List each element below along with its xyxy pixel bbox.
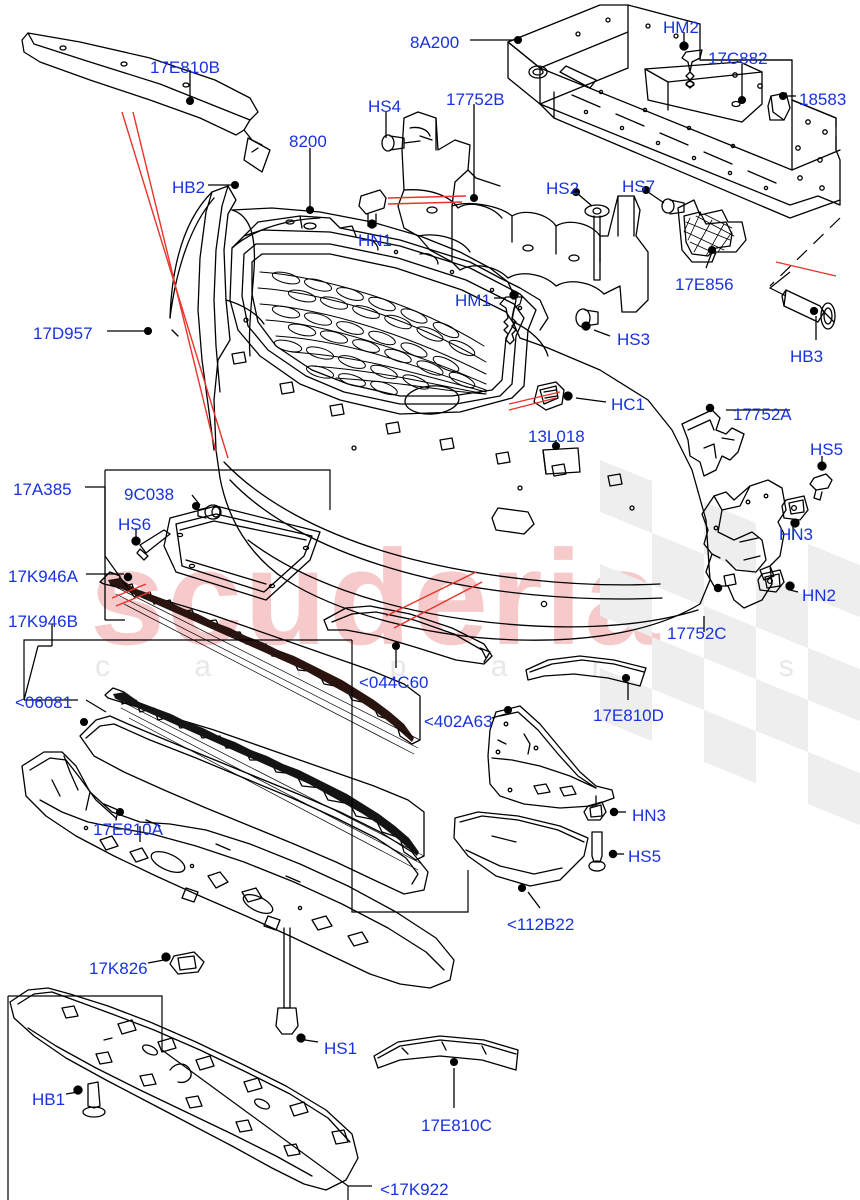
label-HM1[interactable]: HM1 <box>455 291 491 310</box>
label-17E810C[interactable]: 17E810C <box>421 1116 492 1135</box>
label-17K946B[interactable]: 17K946B <box>8 612 78 631</box>
label-17C882[interactable]: 17C882 <box>708 49 768 68</box>
part-17752C <box>701 479 787 609</box>
part-8200 <box>229 215 549 415</box>
label-044C60[interactable]: <044C60 <box>359 673 429 692</box>
label-HS3[interactable]: HS3 <box>617 330 651 349</box>
label-18583[interactable]: 18583 <box>799 90 847 109</box>
highlight-lines <box>111 111 837 629</box>
fastener-HS7 <box>661 198 685 215</box>
part-402A63 <box>487 705 615 809</box>
checkered-flag-watermark <box>600 460 860 826</box>
label-17K946A[interactable]: 17K946A <box>8 567 78 586</box>
label-HC1[interactable]: HC1 <box>611 395 646 414</box>
fastener-HB3 <box>781 289 836 330</box>
part-17E810C <box>373 1035 519 1071</box>
part-17C882 <box>644 61 763 123</box>
label-17A385[interactable]: 17A385 <box>13 480 72 499</box>
fastener-HS6 <box>131 529 171 561</box>
label-HB1[interactable]: HB1 <box>32 1090 66 1109</box>
label-17752A[interactable]: 17752A <box>733 405 792 424</box>
construction-dashed-lines <box>769 118 841 287</box>
label-HS5-upper[interactable]: HS5 <box>810 440 844 459</box>
label-HN3-lower[interactable]: HN3 <box>632 806 667 825</box>
part-17E810D <box>525 655 647 687</box>
part-17E810A <box>21 751 455 989</box>
part-8A200 <box>507 4 841 219</box>
part-17A385 <box>163 505 321 601</box>
label-HS4[interactable]: HS4 <box>368 97 402 116</box>
label-17K826[interactable]: 17K826 <box>89 959 148 978</box>
part-112B22 <box>453 811 589 893</box>
label-HS7[interactable]: HS7 <box>622 177 656 196</box>
label-9C038[interactable]: 9C038 <box>124 485 175 504</box>
label-112B22[interactable]: <112B22 <box>507 915 575 934</box>
label-HN3-upper[interactable]: HN3 <box>779 525 814 544</box>
construction-solid-lines <box>768 271 791 297</box>
fastener-HC1 <box>533 381 573 411</box>
label-HB3[interactable]: HB3 <box>790 347 824 366</box>
label-8A200[interactable]: 8A200 <box>410 33 460 52</box>
part-17K922 <box>9 987 359 1191</box>
label-17E856[interactable]: 17E856 <box>675 275 734 294</box>
label-HS1[interactable]: HS1 <box>324 1039 358 1058</box>
label-17E810D[interactable]: 17E810D <box>593 706 664 725</box>
label-402A63[interactable]: <402A63 <box>424 712 493 731</box>
part-044C60 <box>323 605 493 665</box>
label-HN1[interactable]: HN1 <box>358 231 393 250</box>
label-13L018[interactable]: 13L018 <box>528 427 585 446</box>
fastener-9C038 <box>191 501 222 520</box>
part-17K946B <box>79 687 429 895</box>
label-HN2[interactable]: HN2 <box>802 586 837 605</box>
fastener-HS5-lower <box>588 831 618 872</box>
label-17E810A[interactable]: 17E810A <box>93 820 163 839</box>
fastener-HS3 <box>575 308 599 331</box>
label-17752C[interactable]: 17752C <box>667 624 727 643</box>
grouping-brackets <box>7 469 469 1200</box>
fastener-HN3-lower <box>583 795 619 821</box>
fastener-HN3-upper <box>781 495 809 528</box>
label-06081[interactable]: <06081 <box>15 693 73 712</box>
fastener-HN2 <box>757 569 795 593</box>
part-13L018 <box>542 441 581 475</box>
part-17752A <box>681 403 745 477</box>
label-HS5-lower[interactable]: HS5 <box>628 847 662 866</box>
fastener-HS1 <box>275 927 306 1043</box>
label-17K922[interactable]: <17K922 <box>380 1180 449 1199</box>
label-HB2[interactable]: HB2 <box>172 178 206 197</box>
label-HM2[interactable]: HM2 <box>663 18 699 37</box>
part-17E810B <box>21 32 263 146</box>
fastener-HB1 <box>73 1081 106 1118</box>
label-17D957[interactable]: 17D957 <box>33 324 93 343</box>
part-18583 <box>767 92 791 121</box>
fastener-HS5-upper <box>809 461 833 501</box>
label-8200[interactable]: 8200 <box>289 132 327 151</box>
fastener-HM2 <box>679 41 703 89</box>
leader-lines <box>23 32 823 1187</box>
part-17K826 <box>161 951 205 975</box>
label-17E810B[interactable]: 17E810B <box>150 58 220 77</box>
fastener-HS2 <box>584 204 610 281</box>
label-HS2[interactable]: HS2 <box>546 179 580 198</box>
fastener-HS4 <box>381 134 421 152</box>
label-HS6[interactable]: HS6 <box>118 515 152 534</box>
label-17752B[interactable]: 17752B <box>446 90 505 109</box>
part-17K946A <box>99 571 421 755</box>
